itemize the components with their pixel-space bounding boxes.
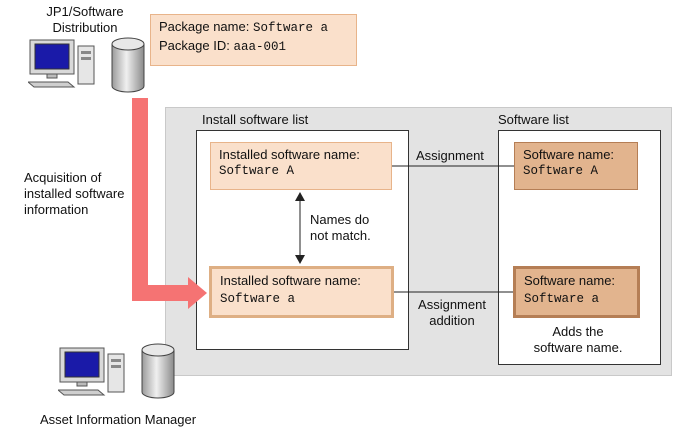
asset-manager-label: Asset Information Manager xyxy=(40,412,197,427)
software-list-title: Software list xyxy=(498,112,569,127)
software-a-box: Software name: Software A xyxy=(514,142,638,190)
assignment-label: Assignment xyxy=(416,148,484,163)
assignment-addition-label: Assignment addition xyxy=(418,297,486,328)
package-id-value: aaa-001 xyxy=(233,40,286,54)
installed-software-b-box: Installed software name: Software a xyxy=(209,266,394,318)
package-info-box: Package name: Software a Package ID: aaa… xyxy=(150,14,357,66)
installed-software-label: Installed software name: xyxy=(220,273,361,288)
adds-software-name-label: Adds the software name. xyxy=(533,324,623,355)
software-name-value: Software a xyxy=(524,292,600,306)
acquisition-label: Acquisition of installed software inform… xyxy=(24,170,125,217)
installed-software-value: Software a xyxy=(220,292,296,306)
install-list-title: Install software list xyxy=(202,112,309,127)
package-name-value: Software a xyxy=(252,21,328,35)
database-icon xyxy=(111,37,145,93)
installed-software-a-box: Installed software name: Software A xyxy=(210,142,392,190)
software-name-label: Software name: xyxy=(523,147,615,162)
software-name-label: Software name: xyxy=(524,273,616,288)
jp1-label: JP1/Software Distribution xyxy=(46,4,124,35)
installed-software-value: Software A xyxy=(219,164,295,178)
software-name-value: Software A xyxy=(523,164,599,178)
installed-software-label: Installed software name: xyxy=(219,147,360,162)
acquisition-arrowhead xyxy=(188,277,207,309)
database-icon xyxy=(141,343,175,399)
software-b-box: Software name: Software a xyxy=(513,266,640,318)
package-id-label: Package ID: xyxy=(159,38,234,53)
computer-icon xyxy=(28,39,95,88)
computer-icon xyxy=(58,347,125,396)
names-mismatch-label: Names do not match. xyxy=(310,212,371,243)
acquisition-arrow xyxy=(132,98,190,301)
package-name-label: Package name: xyxy=(159,19,253,34)
